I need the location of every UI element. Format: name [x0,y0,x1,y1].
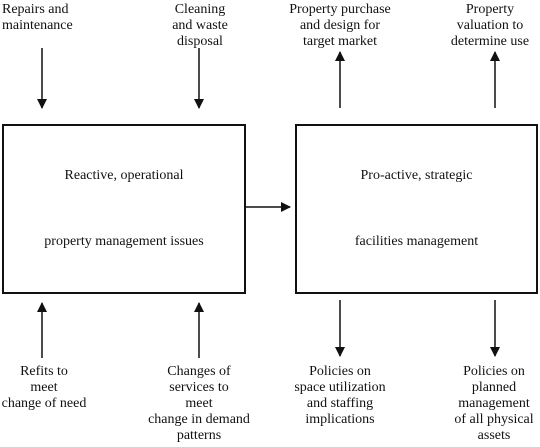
label-policies-space: Policies on space utilization and staffi… [294,364,386,427]
label-repairs-and-maintenance: Repairs and maintenance [2,2,73,33]
box-reactive-operational: Reactive, operational property managemen… [2,124,246,294]
box-proactive-line1: Pro-active, strategic [360,168,473,183]
label-changes-of-services: Changes of services to meet change in de… [148,364,250,443]
label-policies-assets: Policies on planned management of all ph… [454,364,534,443]
box-reactive-line2: property management issues [44,234,204,249]
label-cleaning-and-waste: Cleaning and waste disposal [172,2,228,49]
box-reactive-line1: Reactive, operational [64,168,184,183]
label-property-purchase: Property purchase and design for target … [289,2,391,49]
box-proactive-line2: facilities management [354,234,479,249]
box-proactive-strategic: Pro-active, strategic facilities managem… [295,124,538,294]
label-property-valuation: Property valuation to determine use [450,2,530,49]
label-refits: Refits to meet change of need [1,364,87,411]
